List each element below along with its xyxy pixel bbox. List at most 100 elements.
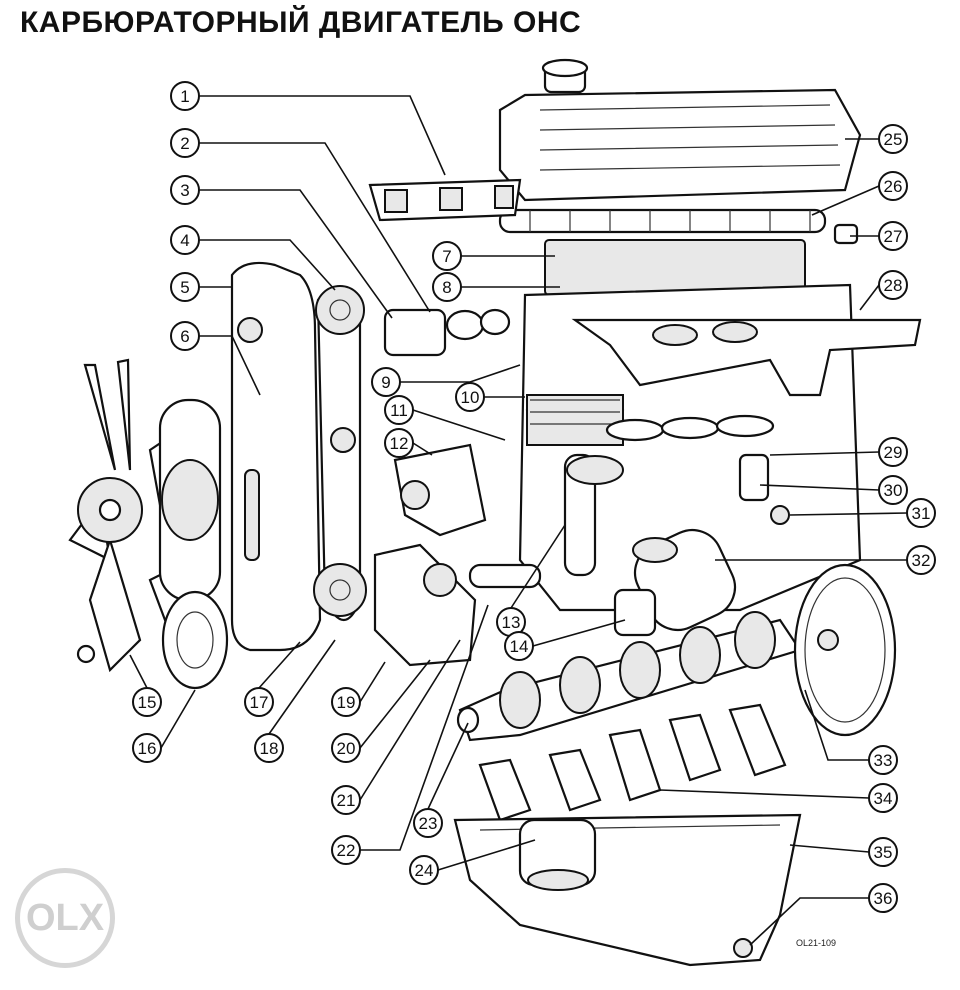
callout-21: 21 bbox=[331, 785, 361, 815]
callout-29: 29 bbox=[878, 437, 908, 467]
main-bearing-caps bbox=[478, 703, 787, 822]
leader-line-36 bbox=[749, 897, 869, 946]
callout-number: 23 bbox=[419, 814, 438, 833]
callout-number: 18 bbox=[260, 739, 279, 758]
callout-number: 17 bbox=[250, 693, 269, 712]
callout-15: 15 bbox=[132, 687, 162, 717]
drawing-code: OL21-109 bbox=[796, 938, 837, 948]
callout-31: 31 bbox=[906, 498, 936, 528]
callout-circle bbox=[170, 272, 200, 302]
callout-number: 31 bbox=[912, 504, 931, 523]
crankshaft bbox=[456, 611, 802, 742]
callout-circle bbox=[878, 437, 908, 467]
callout-circle bbox=[371, 367, 401, 397]
callout-circle bbox=[331, 733, 361, 763]
callout-32: 32 bbox=[906, 545, 936, 575]
callout-number: 29 bbox=[884, 443, 903, 462]
leader-line-9 bbox=[400, 364, 521, 383]
callout-number: 8 bbox=[442, 278, 451, 297]
timing-belt-cover bbox=[230, 261, 322, 652]
leader-line-26 bbox=[811, 185, 880, 216]
callout-number: 5 bbox=[180, 278, 189, 297]
leader-line-20 bbox=[359, 659, 431, 749]
callout-18: 18 bbox=[254, 733, 284, 763]
callout-circle bbox=[413, 808, 443, 838]
leader-line-29 bbox=[769, 451, 880, 456]
callout-number: 16 bbox=[138, 739, 157, 758]
leader-line-35 bbox=[789, 844, 870, 853]
callout-27: 27 bbox=[878, 221, 908, 251]
oil-pickup bbox=[518, 818, 597, 891]
callout-circle bbox=[132, 687, 162, 717]
callout-20: 20 bbox=[331, 733, 361, 763]
callout-number: 12 bbox=[390, 434, 409, 453]
fan-pulley bbox=[158, 398, 229, 690]
oil-sump bbox=[453, 813, 802, 967]
callout-4: 4 bbox=[170, 225, 200, 255]
callout-number: 14 bbox=[510, 637, 529, 656]
connecting-rods bbox=[563, 453, 657, 637]
leader-line-2 bbox=[199, 142, 431, 313]
callout-number: 28 bbox=[884, 276, 903, 295]
leader-line-23 bbox=[427, 722, 469, 810]
leader-line-24 bbox=[437, 839, 536, 871]
callout-10: 10 bbox=[455, 382, 485, 412]
callout-5: 5 bbox=[170, 272, 200, 302]
callout-circle bbox=[331, 785, 361, 815]
exhaust-manifold bbox=[571, 318, 922, 397]
olx-watermark: OLX bbox=[15, 868, 115, 968]
block-sensors bbox=[738, 223, 859, 525]
leader-line-15 bbox=[129, 654, 148, 689]
callout-number: 7 bbox=[442, 247, 451, 266]
callout-circle bbox=[170, 225, 200, 255]
oil-filter bbox=[632, 528, 737, 632]
callout-number: 32 bbox=[912, 551, 931, 570]
callout-circle bbox=[384, 395, 414, 425]
callout-circle bbox=[868, 837, 898, 867]
callout-circle bbox=[170, 321, 200, 351]
callout-28: 28 bbox=[878, 270, 908, 300]
callout-number: 10 bbox=[461, 388, 480, 407]
callout-16: 16 bbox=[132, 733, 162, 763]
leader-line-3 bbox=[199, 189, 393, 319]
leader-line-1 bbox=[199, 95, 446, 176]
rocker-cover bbox=[498, 58, 862, 202]
callout-circle bbox=[384, 428, 414, 458]
callout-36: 36 bbox=[868, 883, 898, 913]
callout-35: 35 bbox=[868, 837, 898, 867]
leader-line-6 bbox=[199, 335, 261, 396]
callout-33: 33 bbox=[868, 745, 898, 775]
leader-line-14 bbox=[532, 619, 626, 647]
callout-number: 24 bbox=[415, 861, 434, 880]
leader-line-22 bbox=[360, 604, 489, 851]
leader-line-16 bbox=[160, 689, 196, 749]
callout-circle bbox=[906, 498, 936, 528]
callout-number: 25 bbox=[884, 130, 903, 149]
leader-line-4 bbox=[199, 239, 336, 291]
callout-circle bbox=[868, 745, 898, 775]
callout-number: 30 bbox=[884, 481, 903, 500]
callout-number: 34 bbox=[874, 789, 893, 808]
leader-line-11 bbox=[412, 409, 506, 441]
callout-circle bbox=[170, 128, 200, 158]
callout-number: 21 bbox=[337, 791, 356, 810]
callout-circle bbox=[878, 270, 908, 300]
callout-number: 33 bbox=[874, 751, 893, 770]
callout-circle bbox=[455, 382, 485, 412]
callout-circle bbox=[331, 687, 361, 717]
callout-circle bbox=[868, 783, 898, 813]
callout-number: 27 bbox=[884, 227, 903, 246]
callout-number: 6 bbox=[180, 327, 189, 346]
diagram-title: КАРБЮРАТОРНЫЙ ДВИГАТЕЛЬ ОНС bbox=[20, 6, 582, 39]
callout-number: 2 bbox=[180, 134, 189, 153]
callout-34: 34 bbox=[868, 783, 898, 813]
callout-number: 3 bbox=[180, 181, 189, 200]
leader-line-31 bbox=[789, 512, 908, 516]
callout-number: 13 bbox=[502, 613, 521, 632]
distributor-drive bbox=[383, 308, 511, 357]
callout-circle bbox=[432, 272, 462, 302]
callout-circle bbox=[170, 81, 200, 111]
leader-line-17 bbox=[258, 641, 301, 689]
callout-circle bbox=[132, 733, 162, 763]
